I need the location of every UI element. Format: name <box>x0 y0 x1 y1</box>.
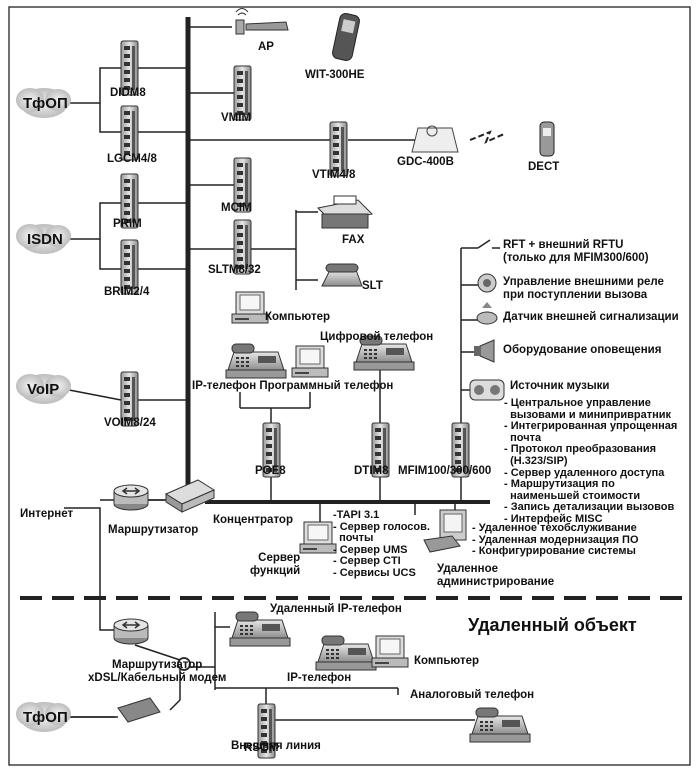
ip-phone-icon <box>225 343 287 379</box>
vtim-card <box>329 121 348 177</box>
slt-phone-icon <box>321 263 363 287</box>
left-connectors <box>63 67 188 401</box>
digital-phone-label: Цифровой телефон <box>320 331 434 343</box>
vmim-label: VMIM <box>221 112 252 124</box>
music-source-icon <box>469 379 505 401</box>
remote-admin-label: Удаленное администрирование <box>437 563 555 588</box>
remote-ip-phone-label: Удаленный IP-телефон <box>270 603 402 615</box>
prim-label: PRIM <box>113 218 142 230</box>
computer-icon <box>231 291 269 324</box>
lgcm-card <box>120 105 139 161</box>
analog-phone-icon <box>469 707 531 743</box>
rft-switch-icon <box>477 239 500 249</box>
remote-hub-node <box>177 657 191 671</box>
admin-functions-list: - Удаленное техобслуживание - Удаленная … <box>472 522 639 558</box>
softphone-pc-icon <box>291 345 329 378</box>
pstn-remote-label: ТфОП <box>23 709 68 726</box>
gdc-label: GDC-400B <box>397 156 454 168</box>
admin-pc-icon <box>423 509 467 553</box>
dect-label: DECT <box>528 161 560 173</box>
music-feature: Источник музыки <box>510 380 610 392</box>
server-functions-list: -TAPI 3.1 - Сервер голосов. почты - Серв… <box>333 509 430 579</box>
remote-ip-phone-local-label: IP-телефон <box>287 672 352 684</box>
voip-label: VoIP <box>27 381 60 398</box>
remote-site-title: Удаленный объект <box>468 615 637 635</box>
poe8-label: POE8 <box>255 465 286 477</box>
remote-computer-label: Компьютер <box>414 655 480 667</box>
mfim-label: MFIM100/300/600 <box>398 465 492 477</box>
isdn-label: ISDN <box>27 231 63 248</box>
mcim-label: MCIM <box>221 202 252 214</box>
pstn-remote-cloud <box>16 702 71 732</box>
paging-icon <box>474 339 495 363</box>
remote-router-icon <box>113 618 149 645</box>
brim-label: BRIM2/4 <box>104 286 150 298</box>
modem-icon <box>117 697 161 723</box>
dect-link <box>469 130 505 144</box>
rsgm-label: RSGM <box>244 742 279 754</box>
fax-icon <box>316 195 374 229</box>
remote-ip-phone-icon <box>229 611 291 647</box>
wit-phone-icon <box>332 13 360 61</box>
sensor-icon <box>476 302 498 325</box>
rft-feature: RFT + внешний RFTU (только для MFIM300/6… <box>503 239 649 264</box>
didm8-label: DIDM8 <box>110 87 146 99</box>
voip-cloud <box>16 374 71 404</box>
lgcm-label: LGCM4/8 <box>107 153 157 165</box>
gdc-base-icon <box>411 125 459 153</box>
diagram-frame <box>8 6 691 766</box>
sltm-label: SLTM8/32 <box>208 264 261 276</box>
server-label: Сервер функций <box>250 552 301 577</box>
ip-softphone-label: IP-телефон Программный телефон <box>192 380 394 392</box>
sensor-feature: Датчик внешней сигнализации <box>503 311 679 323</box>
slt-label: SLT <box>362 280 383 292</box>
ip-phone-remote-icon <box>315 635 377 671</box>
computer-label: Компьютер <box>265 311 331 323</box>
right-connectors <box>188 26 418 290</box>
ap-label: AP <box>258 41 274 53</box>
pstn-cloud <box>16 88 71 118</box>
internet-label: Интернет <box>20 508 74 520</box>
mfim-functions-list: - Центральное управление вызовами и мини… <box>504 397 678 525</box>
voim-label: VOIM8/24 <box>104 417 156 429</box>
isdn-cloud <box>16 224 71 254</box>
server-icon <box>299 521 337 554</box>
analog-phone-label: Аналоговый телефон <box>410 689 535 701</box>
router-modem-label: Маршрутизатор xDSL/Кабельный модем <box>88 659 227 684</box>
vtim-label: VTIM4/8 <box>312 169 356 181</box>
relay-feature: Управление внешними реле при поступлении… <box>503 276 664 301</box>
pstn-label: ТфОП <box>23 95 68 112</box>
hub-icon <box>164 479 216 513</box>
hub-label: Концентратор <box>213 514 293 526</box>
ap-icon <box>235 8 289 35</box>
paging-feature: Оборудование оповещения <box>503 344 662 356</box>
dtim8-label: DTIM8 <box>354 465 389 477</box>
router-label: Маршрутизатор <box>108 524 199 536</box>
external-line-label: Внешняя линия <box>231 740 321 752</box>
router-icon <box>113 484 149 511</box>
wit-label: WIT-300HE <box>305 69 365 81</box>
relay-icon <box>477 273 497 293</box>
dect-phone-icon <box>539 121 555 157</box>
remote-connectors <box>64 612 475 740</box>
remote-computer-icon <box>371 635 409 668</box>
fax-label: FAX <box>342 234 365 246</box>
